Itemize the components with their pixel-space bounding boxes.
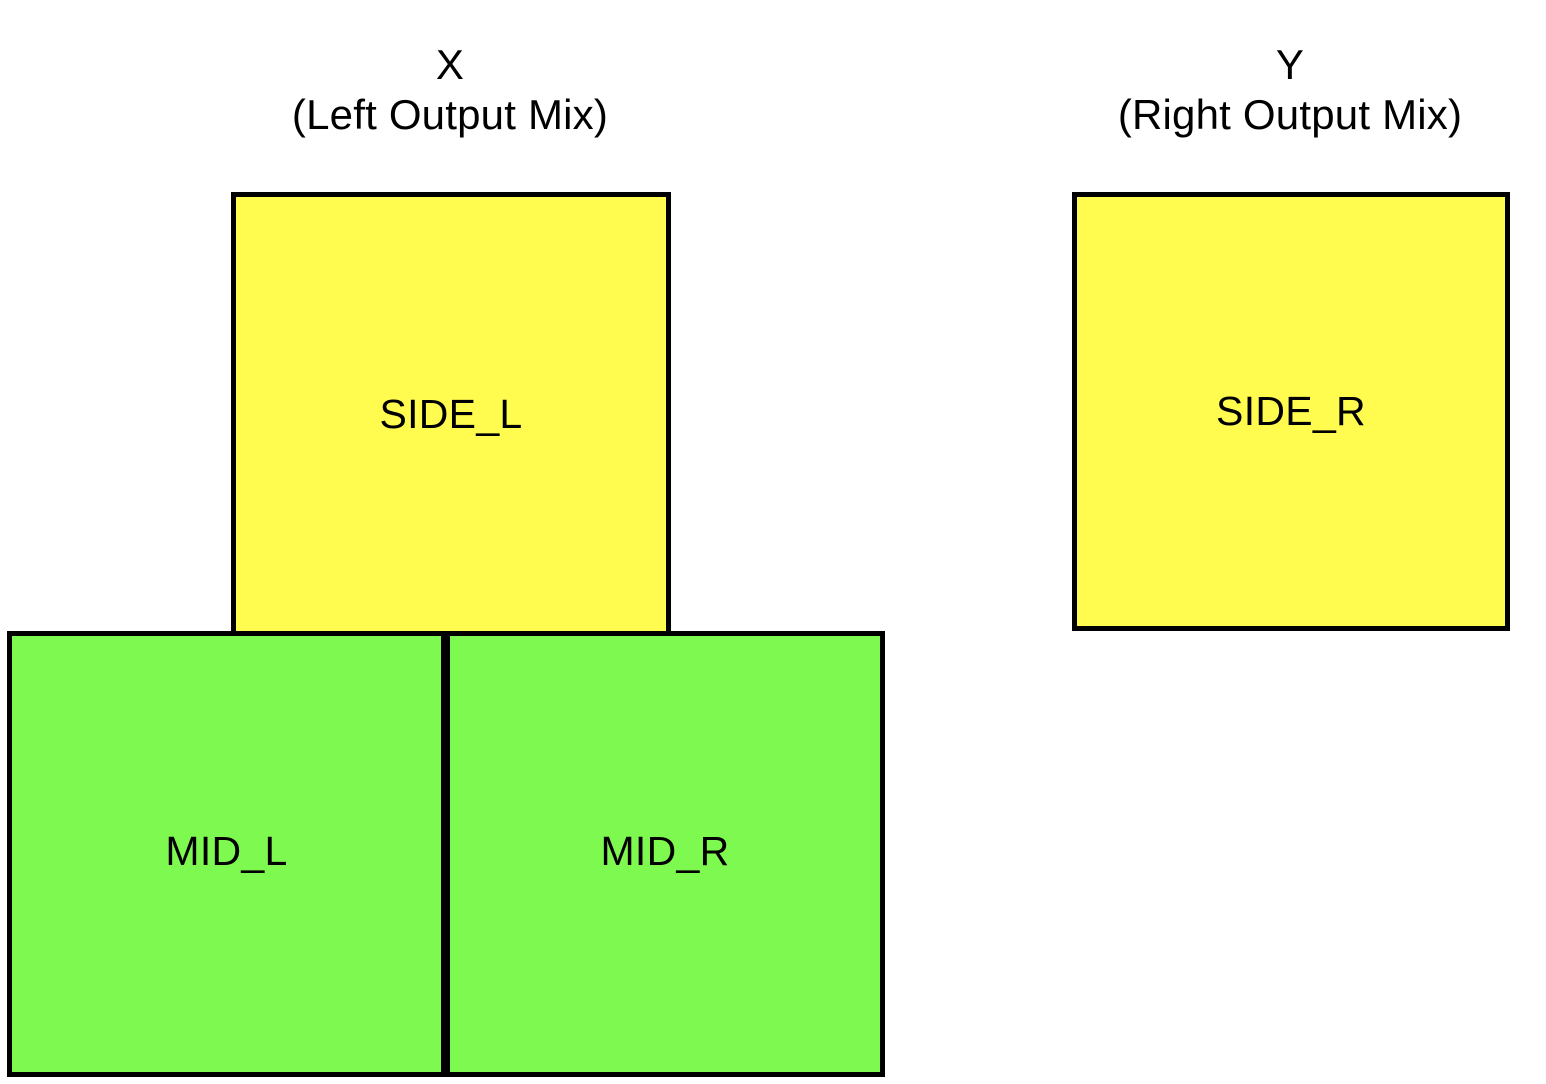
box-side-l: SIDE_L bbox=[231, 192, 671, 637]
box-side-r: SIDE_R bbox=[1072, 192, 1510, 631]
column-caption-y: (Right Output Mix) bbox=[1117, 90, 1463, 138]
column-symbol-x: X bbox=[435, 41, 465, 88]
box-mid-l: MID_L bbox=[7, 631, 446, 1077]
box-label-mid-r: MID_R bbox=[600, 828, 730, 874]
column-title-x: X (Left Output Mix) bbox=[150, 40, 750, 139]
box-label-mid-l: MID_L bbox=[165, 828, 288, 874]
column-title-y: Y (Right Output Mix) bbox=[990, 40, 1546, 139]
box-label-side-r: SIDE_R bbox=[1216, 388, 1366, 434]
box-label-side-l: SIDE_L bbox=[379, 391, 523, 437]
box-mid-r: MID_R bbox=[445, 631, 885, 1077]
column-caption-x: (Left Output Mix) bbox=[291, 90, 609, 138]
column-symbol-y: Y bbox=[1275, 41, 1305, 88]
